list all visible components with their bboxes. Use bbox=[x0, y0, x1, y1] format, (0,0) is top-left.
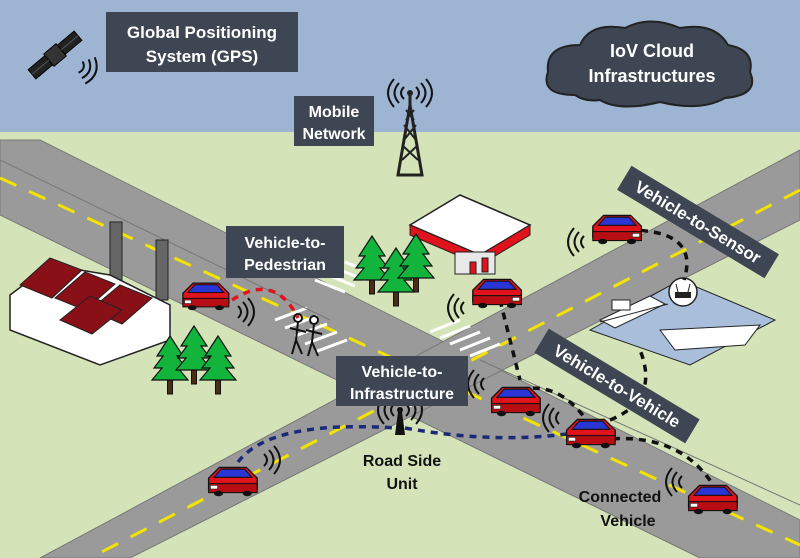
cloud-icon: IoV Cloud Infrastructures bbox=[545, 20, 754, 108]
car-bottom-right bbox=[687, 484, 738, 515]
gps-label: Global Positioning System (GPS) bbox=[106, 12, 298, 72]
v2i-label-line2: Infrastructure bbox=[350, 386, 454, 403]
tower-car-link bbox=[498, 299, 522, 381]
v2p-label-line1: Vehicle-to- bbox=[245, 235, 326, 252]
mobile-label-line2: Network bbox=[302, 126, 365, 143]
car-center bbox=[490, 386, 541, 417]
v2i-label: Vehicle-to- Infrastructure bbox=[336, 356, 468, 406]
rsu-label-line1: Road Side bbox=[363, 453, 441, 470]
car-near-station bbox=[472, 278, 523, 309]
cell-tower-icon bbox=[387, 78, 433, 177]
road-network bbox=[0, 139, 800, 558]
car-bottom-left bbox=[207, 466, 258, 497]
connected-vehicle-label: Connected Vehicle bbox=[579, 489, 662, 530]
rsu-label: Road Side Unit bbox=[363, 453, 441, 493]
cloud-label-line2: Infrastructures bbox=[588, 66, 715, 86]
gps-label-line1: Global Positioning bbox=[127, 23, 277, 42]
rsu-link-right bbox=[404, 426, 581, 440]
car-v2v bbox=[565, 418, 616, 449]
v2s-link bbox=[627, 228, 689, 281]
factory-icon bbox=[9, 221, 171, 366]
rsu-label-line2: Unit bbox=[386, 476, 418, 493]
satellite-icon bbox=[27, 30, 83, 80]
wifi-router-icon bbox=[668, 277, 698, 307]
mobile-network-label: Mobile Network bbox=[294, 96, 374, 146]
cloud-label-line1: IoV Cloud bbox=[610, 41, 694, 61]
antenna-icon bbox=[377, 395, 423, 435]
gps-label-line2: System (GPS) bbox=[146, 47, 258, 66]
mobile-label-line1: Mobile bbox=[309, 104, 360, 121]
car-left bbox=[182, 282, 230, 311]
v2p-link bbox=[231, 287, 300, 319]
cv-label-line2: Vehicle bbox=[600, 513, 655, 530]
v2p-label: Vehicle-to- Pedestrian bbox=[226, 226, 344, 278]
car-top-right bbox=[592, 214, 643, 245]
v2p-label-line2: Pedestrian bbox=[244, 257, 326, 274]
v2v-link-3 bbox=[599, 436, 717, 489]
gas-station-icon bbox=[408, 194, 532, 275]
v2i-label-line1: Vehicle-to- bbox=[362, 364, 443, 381]
airport-icon bbox=[588, 279, 777, 366]
cv-label-line1: Connected bbox=[579, 489, 662, 506]
